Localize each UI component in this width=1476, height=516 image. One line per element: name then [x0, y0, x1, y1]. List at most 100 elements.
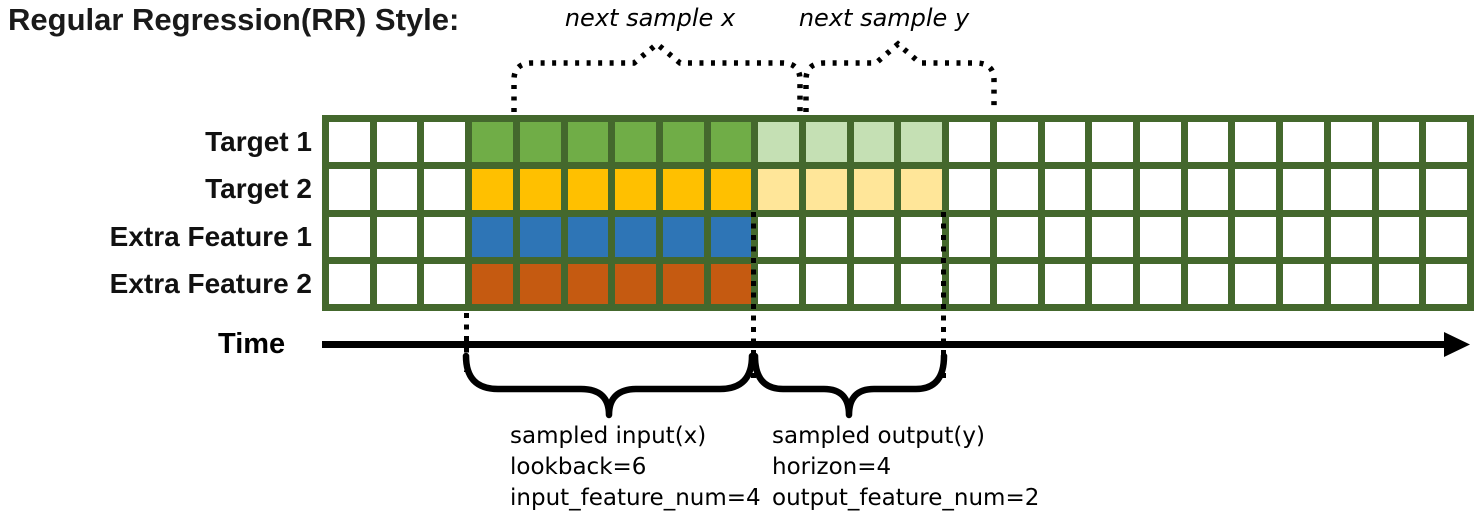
grid-cell [901, 122, 943, 163]
grid-cell [996, 169, 1038, 210]
grid-cell [472, 216, 513, 257]
grid-cell [1044, 169, 1086, 210]
row-label-target-2: Target 2 [205, 173, 312, 204]
grid-cell [1092, 169, 1134, 210]
grid-cell [949, 216, 990, 257]
grid-cell [376, 122, 418, 163]
grid-cell [1140, 122, 1181, 163]
grid-cell [1187, 169, 1229, 210]
grid-cell [662, 263, 704, 304]
horizon-value: horizon=4 [772, 454, 892, 480]
grid-cell [758, 263, 800, 304]
grid-cell [1140, 169, 1181, 210]
grid-cell [1092, 122, 1134, 163]
grid-cell [806, 216, 847, 257]
grid-cell [1330, 216, 1372, 257]
grid-cell [1378, 263, 1420, 304]
grid-cell [424, 263, 466, 304]
grid-cell [329, 263, 370, 304]
grid-cell [949, 122, 990, 163]
grid-cell [662, 122, 704, 163]
grid-cell [329, 169, 370, 210]
grid-cell [996, 263, 1038, 304]
grid-cell [1235, 216, 1277, 257]
grid-cell [996, 122, 1038, 163]
grid-cell [853, 122, 895, 163]
grid-cell [901, 216, 943, 257]
grid-cell [853, 216, 895, 257]
grid-cell [1426, 263, 1467, 304]
grid-cell [1140, 216, 1181, 257]
sampled-output-note: sampled output(y) horizon=4 output_featu… [772, 421, 1039, 514]
grid-cell [567, 122, 609, 163]
grid-cell [1044, 122, 1086, 163]
next-sample-y-label: next sample y [798, 4, 970, 32]
lookback-value: lookback=6 [510, 454, 647, 480]
grid-cell [1044, 263, 1086, 304]
grid-cell [1330, 263, 1372, 304]
time-axis-arrow [322, 332, 1470, 357]
sampled-input-title: sampled input(x) [510, 423, 707, 449]
grid-cell [949, 169, 990, 210]
grid-cell [662, 216, 704, 257]
grid-cell [662, 169, 704, 210]
grid-cell [1330, 122, 1372, 163]
grid-cell [615, 263, 656, 304]
grid-cell [901, 169, 943, 210]
grid-cell [424, 216, 466, 257]
grid-cell [376, 169, 418, 210]
sampled-input-note: sampled input(x) lookback=6 input_featur… [510, 421, 761, 514]
grid-cell [758, 216, 800, 257]
row-label-target-1: Target 1 [205, 126, 312, 157]
grid-cell [1140, 263, 1181, 304]
grid-cell [1283, 169, 1324, 210]
grid-cell [376, 263, 418, 304]
grid-cell [472, 263, 513, 304]
grid-cell [1426, 216, 1467, 257]
grid-cell [615, 122, 656, 163]
grid-cell [1235, 169, 1277, 210]
grid-cell [519, 263, 561, 304]
grid-cell [758, 169, 800, 210]
grid-cell [472, 169, 513, 210]
grid-cell [901, 263, 943, 304]
grid-cell [424, 169, 466, 210]
row-label-extra-feature-2: Extra Feature 2 [109, 268, 312, 299]
grid-cell [1044, 216, 1086, 257]
grid-cell [1426, 122, 1467, 163]
next-sample-x-brace [511, 40, 803, 112]
grid-cell [710, 216, 752, 257]
grid-cell [853, 169, 895, 210]
grid-cell [1378, 169, 1420, 210]
grid-cell [1187, 216, 1229, 257]
grid-cell [472, 122, 513, 163]
grid-cell [329, 122, 370, 163]
grid-cell [1187, 122, 1229, 163]
grid-cell [519, 169, 561, 210]
grid-cell [615, 216, 656, 257]
grid-cell [567, 263, 609, 304]
grid-cell [1283, 263, 1324, 304]
grid-cell [710, 169, 752, 210]
grid-cell [1426, 169, 1467, 210]
next-sample-y-brace [803, 40, 997, 112]
grid-cell [710, 263, 752, 304]
row-label-extra-feature-1: Extra Feature 1 [109, 221, 312, 252]
grid-cell [806, 263, 847, 304]
output-feature-num-value: output_feature_num=2 [772, 485, 1040, 511]
grid-cell [996, 216, 1038, 257]
grid-cell [519, 122, 561, 163]
grid-cell [1092, 263, 1134, 304]
sampled-output-title: sampled output(y) [772, 423, 985, 449]
grid-cell [1378, 216, 1420, 257]
grid-cell [615, 169, 656, 210]
grid-cell [1187, 263, 1229, 304]
grid-cell [806, 122, 847, 163]
time-axis-label: Time [218, 328, 286, 360]
grid-cell [424, 122, 466, 163]
grid-cell [806, 169, 847, 210]
grid-cell [376, 216, 418, 257]
timeseries-grid [322, 115, 1474, 311]
grid-cell [1378, 122, 1420, 163]
